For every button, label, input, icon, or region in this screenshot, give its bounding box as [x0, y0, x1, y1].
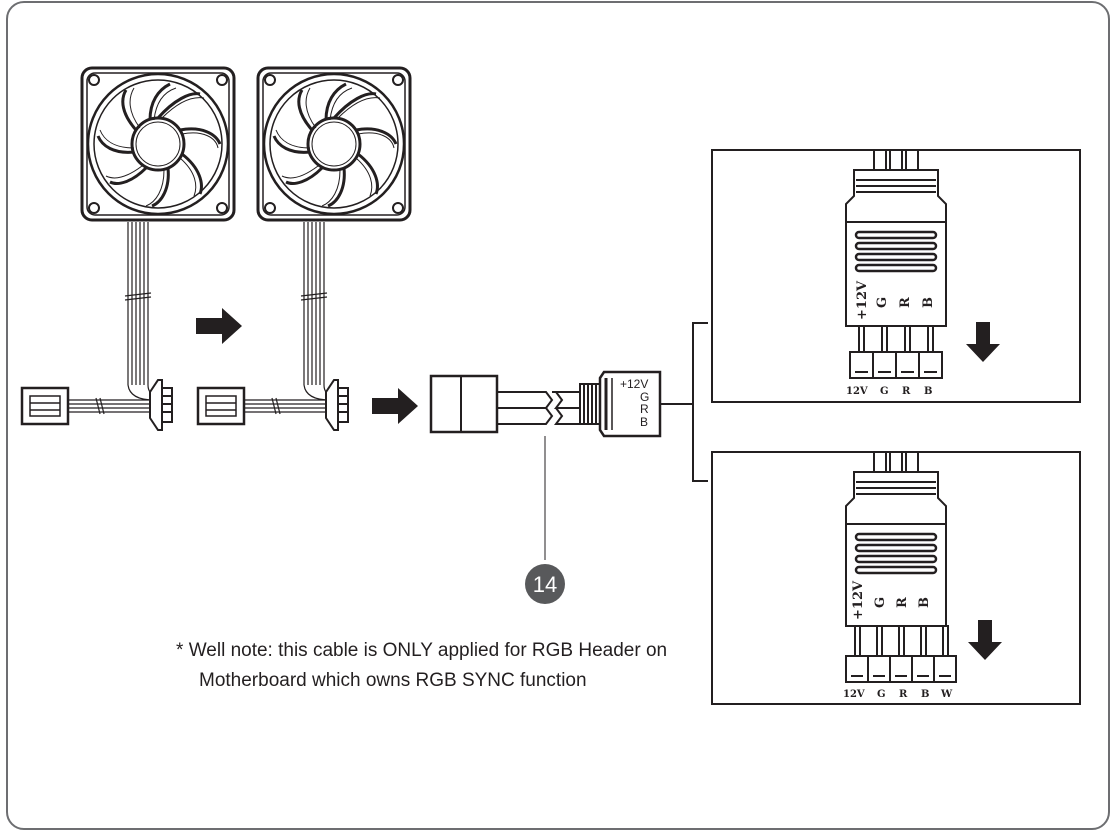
header-4pin: [849, 351, 943, 379]
housing-label-12v: +12V: [851, 580, 866, 620]
pin-label-12v: 12V: [843, 689, 865, 700]
rgb-plug-4pin: +12V G R B: [845, 149, 947, 353]
fan-2: [256, 66, 412, 401]
housing-label-g: G: [875, 297, 890, 308]
daisy-chain-cable-2: [196, 379, 349, 431]
arrow-right-icon: [372, 388, 418, 424]
housing-label-b: B: [921, 297, 936, 308]
female-connector-1: [149, 379, 173, 431]
callout-badge: 14: [525, 564, 565, 604]
pin-label-12v: 12V: [846, 386, 868, 397]
note-text-1: Well note: this cable is ONLY applied fo…: [188, 640, 668, 661]
pin-label-w: W: [940, 689, 953, 700]
housing-label-r: R: [898, 297, 913, 308]
note-line-1: * Well note: this cable is ONLY applied …: [176, 636, 667, 666]
pin-label-r: R: [899, 689, 908, 700]
diagram-frame: [6, 1, 1110, 830]
cable-label-b: B: [640, 415, 648, 429]
housing-label-12v: +12V: [855, 280, 870, 320]
panel-4pin-header: +12V G R B 12V G R B: [711, 149, 1081, 403]
pin-label-r: R: [902, 386, 911, 397]
pin-label-g: G: [880, 386, 889, 397]
housing-label-b: B: [917, 597, 932, 608]
pin-label-b: B: [924, 386, 932, 397]
arrow-right-icon: [196, 308, 242, 344]
bracket: [660, 322, 708, 482]
panel-5pin-header: +12V G R B 12V G R B W: [711, 451, 1081, 705]
female-connector-2: [325, 379, 349, 431]
note-line-2: Motherboard which owns RGB SYNC function: [199, 666, 587, 696]
note-text-2: Motherboard which owns RGB SYNC function: [199, 670, 587, 691]
pin-label-g: G: [877, 689, 886, 700]
fan-1: [80, 66, 236, 401]
cable-label-12v: +12V: [620, 377, 648, 391]
cable-label-r: R: [640, 402, 649, 416]
daisy-chain-cable-1: [20, 379, 173, 431]
rgb-plug-5pin: +12V G R B: [845, 451, 949, 657]
pin-label-b: B: [921, 689, 929, 700]
note-asterisk: *: [176, 640, 184, 661]
housing-label-g: G: [873, 597, 888, 608]
header-5pin: [845, 655, 957, 683]
rgb-sync-cable: +12V G R B: [429, 370, 662, 438]
cable-label-g: G: [640, 390, 649, 404]
housing-label-r: R: [895, 597, 910, 608]
callout-number: 14: [533, 572, 557, 597]
